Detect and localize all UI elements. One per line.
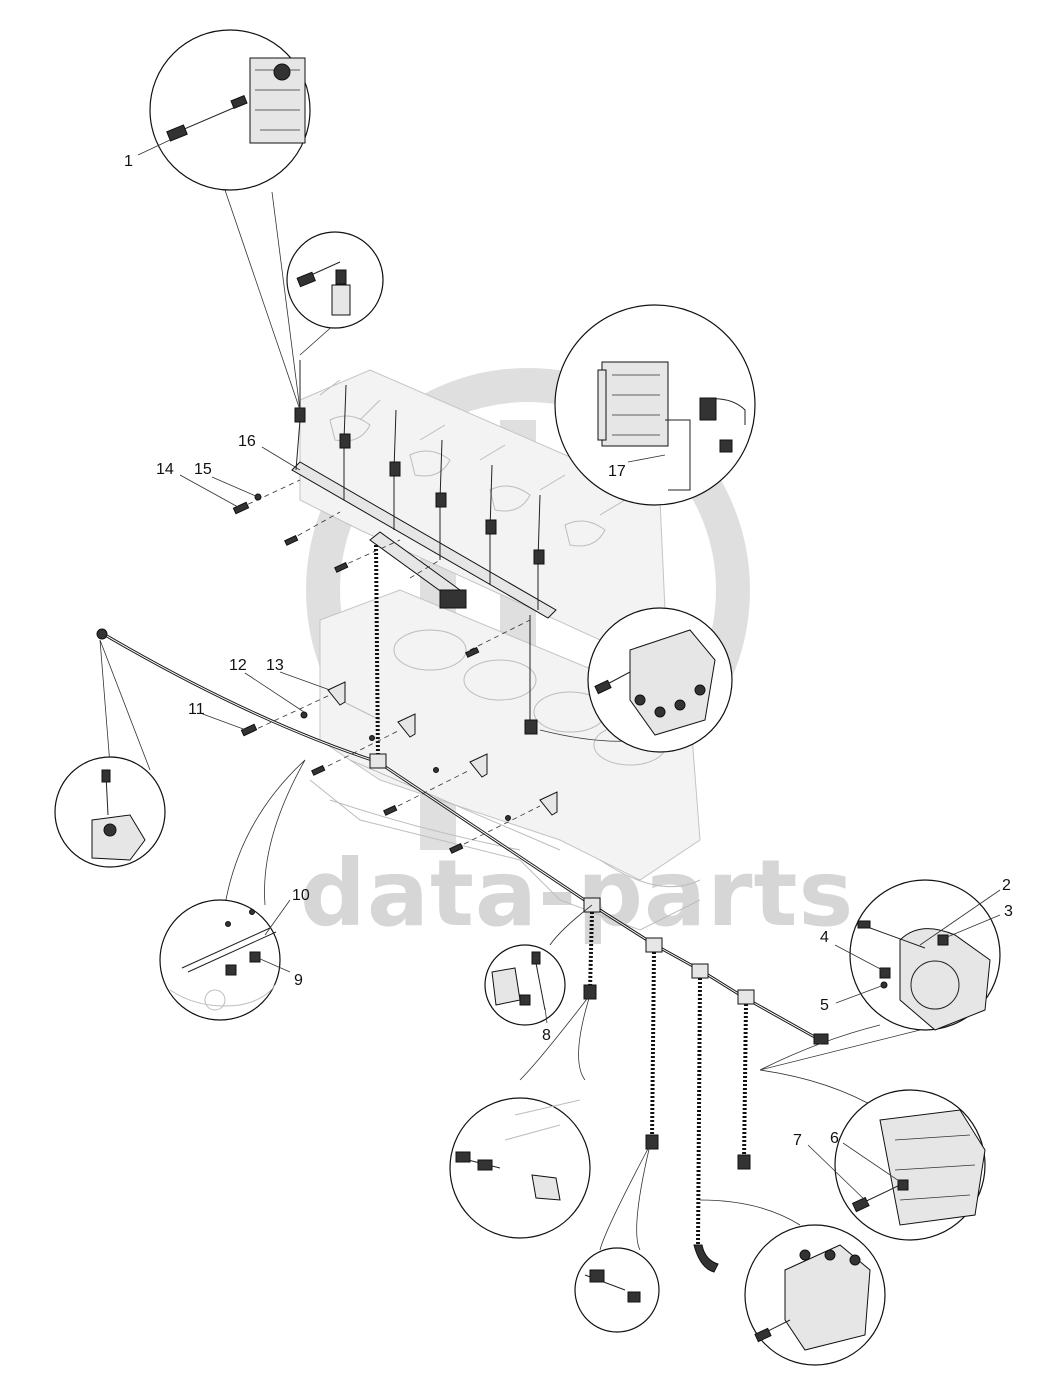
detail-circle-left — [54, 639, 166, 868]
detail-circle-injection-pump — [539, 607, 733, 753]
callout-8: 8 — [542, 1027, 551, 1044]
brackets-and-fasteners — [232, 479, 558, 854]
detail-circle-clamp — [159, 759, 306, 1021]
callout-2: 2 — [1002, 877, 1011, 894]
detail-circle-lower — [574, 1144, 660, 1333]
callout-16: 16 — [238, 433, 256, 450]
detail-circle-lower-left — [449, 994, 591, 1239]
main-harness — [96, 628, 829, 1273]
callout-5: 5 — [820, 997, 829, 1014]
callout-11: 11 — [188, 701, 205, 718]
callout-6: 6 — [830, 1130, 839, 1147]
cylinder-block — [319, 589, 701, 881]
callout-3: 3 — [1004, 903, 1013, 920]
bolt-11 — [240, 723, 258, 737]
callout-7: 7 — [793, 1132, 802, 1149]
detail-circle-ecu — [554, 304, 756, 506]
leader-lines — [137, 139, 1001, 1204]
engine-block — [299, 369, 701, 931]
callout-1: 1 — [124, 153, 133, 170]
callout-12: 12 — [229, 657, 247, 674]
callout-10: 10 — [292, 887, 310, 904]
callout-4: 4 — [820, 929, 829, 946]
detail-circle-sensor-1 — [149, 29, 311, 411]
injector-harness-rail — [291, 360, 557, 761]
ecu-unit — [601, 361, 669, 447]
detail-circle-sensor-small — [286, 231, 384, 356]
callout-13: 13 — [266, 657, 284, 674]
callout-14: 14 — [156, 461, 174, 478]
detail-circle-sensor-8 — [484, 904, 593, 1026]
callout-9: 9 — [294, 972, 303, 989]
detail-circle-sensor-6-7 — [759, 1069, 986, 1241]
detail-circle-pump-lower — [699, 1199, 886, 1366]
callout-17: 17 — [608, 463, 626, 480]
detail-circle-front-cover — [759, 879, 1001, 1071]
callout-15: 15 — [194, 461, 212, 478]
callout-labels: 1 2 3 4 5 6 7 8 9 10 11 12 13 14 15 16 1… — [124, 153, 1013, 1149]
